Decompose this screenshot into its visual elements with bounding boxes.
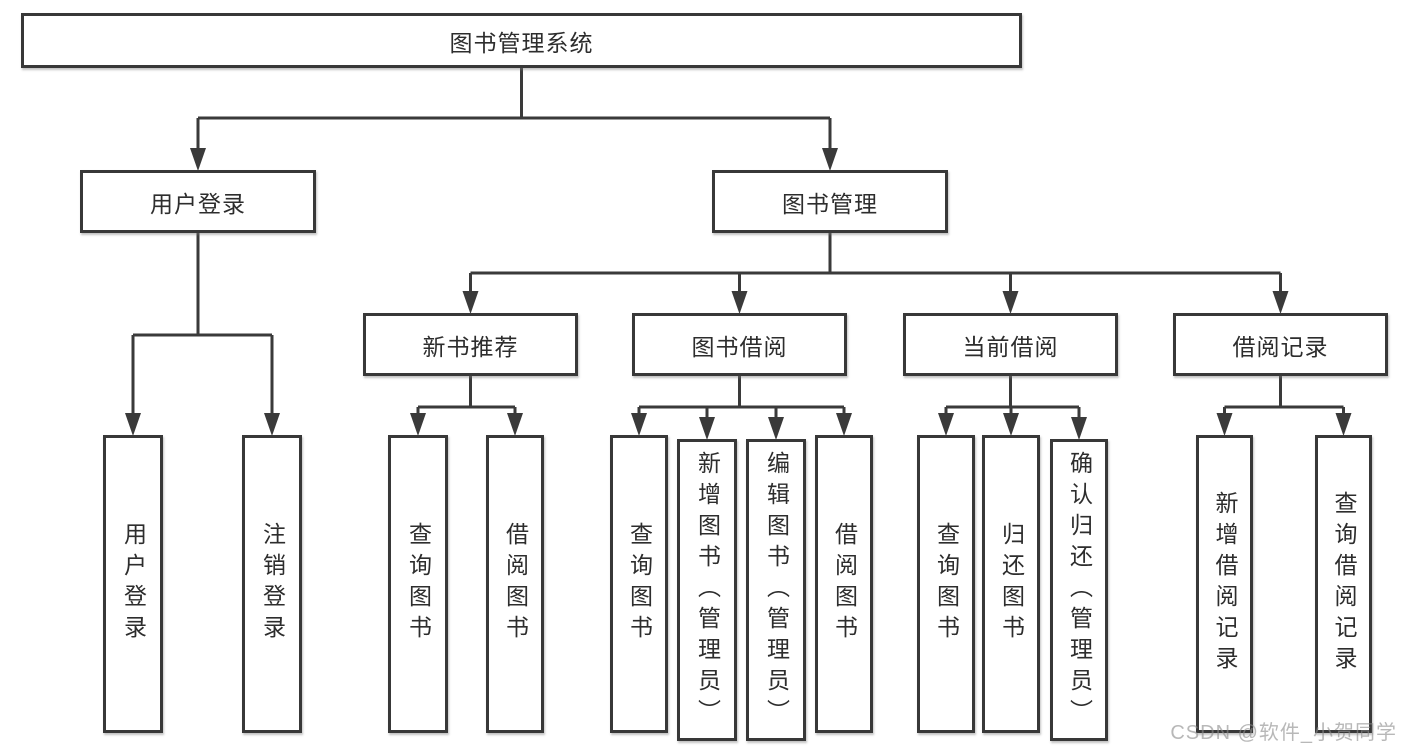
watermark: CSDN @软件_小贺同学	[1170, 722, 1397, 744]
node-user-login: 用户登录	[80, 170, 316, 233]
arrowhead	[768, 417, 784, 440]
arrowhead	[822, 148, 838, 171]
node-leaf-br-query: 查询借阅记录	[1315, 435, 1372, 733]
arrowhead	[699, 417, 715, 440]
node-label: 图书管理系统	[449, 29, 594, 56]
node-label: 当前借阅	[962, 333, 1059, 360]
node-label: 查询图书	[405, 522, 432, 646]
node-leaf-logout: 注销登录	[242, 435, 302, 733]
arrowhead	[410, 413, 426, 436]
node-borrow-record: 借阅记录	[1173, 313, 1388, 376]
node-book-mgmt: 图书管理	[712, 170, 948, 233]
node-leaf-user-login: 用户登录	[103, 435, 163, 733]
connector-new-book-rec	[416, 376, 517, 417]
arrowhead	[731, 291, 748, 314]
connector-book-mgmt	[469, 233, 1282, 295]
arrowhead	[1003, 413, 1019, 436]
node-leaf-cb-return: 归还图书	[982, 435, 1040, 733]
node-label: 查询图书	[626, 522, 653, 646]
arrowhead	[462, 291, 479, 314]
arrowhead	[1071, 417, 1087, 440]
node-label: 图书借阅	[691, 333, 788, 360]
node-label: 借阅记录	[1232, 333, 1329, 360]
node-leaf-bb-edit: 编辑图书（管理员）	[746, 439, 806, 741]
node-label: 查询图书	[933, 522, 960, 646]
arrowhead	[1216, 413, 1233, 436]
arrowhead	[836, 413, 852, 436]
arrowhead	[190, 148, 206, 171]
arrowhead	[264, 413, 280, 436]
node-leaf-cb-query: 查询图书	[917, 435, 975, 733]
node-leaf-bb-query: 查询图书	[610, 435, 668, 733]
connector-current-borrow	[944, 376, 1081, 421]
node-leaf-cb-confirm: 确认归还（管理员）	[1050, 439, 1108, 741]
node-label: 注销登录	[259, 522, 286, 646]
connector-borrow-record	[1223, 376, 1345, 417]
arrowhead	[1335, 413, 1352, 436]
connector-book-borrow	[637, 376, 846, 421]
node-root: 图书管理系统	[21, 13, 1022, 68]
node-new-book-rec: 新书推荐	[363, 313, 578, 376]
arrowhead	[125, 413, 141, 436]
arrowhead	[938, 413, 954, 436]
arrowhead	[507, 413, 523, 436]
node-leaf-br-add: 新增借阅记录	[1196, 435, 1253, 733]
node-label: 新增借阅记录	[1212, 491, 1238, 677]
node-current-borrow: 当前借阅	[903, 313, 1118, 376]
node-label: 借阅图书	[831, 522, 858, 646]
arrowhead	[1002, 291, 1019, 314]
connector-root	[196, 68, 832, 152]
arrowhead	[631, 413, 647, 436]
node-label: 归还图书	[998, 522, 1025, 646]
node-label: 新书推荐	[422, 333, 519, 360]
node-label: 图书管理	[782, 190, 878, 217]
node-label: 编辑图书（管理员）	[763, 450, 790, 730]
node-leaf-nb-borrow: 借阅图书	[486, 435, 544, 733]
node-leaf-bb-add: 新增图书（管理员）	[677, 439, 737, 741]
node-leaf-nb-query: 查询图书	[388, 435, 448, 733]
node-book-borrow: 图书借阅	[632, 313, 847, 376]
node-label: 用户登录	[120, 522, 147, 646]
node-label: 用户登录	[150, 190, 246, 217]
connector-user-login	[131, 233, 274, 417]
node-leaf-bb-borrow: 借阅图书	[815, 435, 873, 733]
node-label: 借阅图书	[502, 522, 529, 646]
node-label: 确认归还（管理员）	[1066, 450, 1093, 730]
arrowhead	[1272, 291, 1289, 314]
node-label: 新增图书（管理员）	[694, 450, 721, 730]
node-label: 查询借阅记录	[1331, 491, 1357, 677]
